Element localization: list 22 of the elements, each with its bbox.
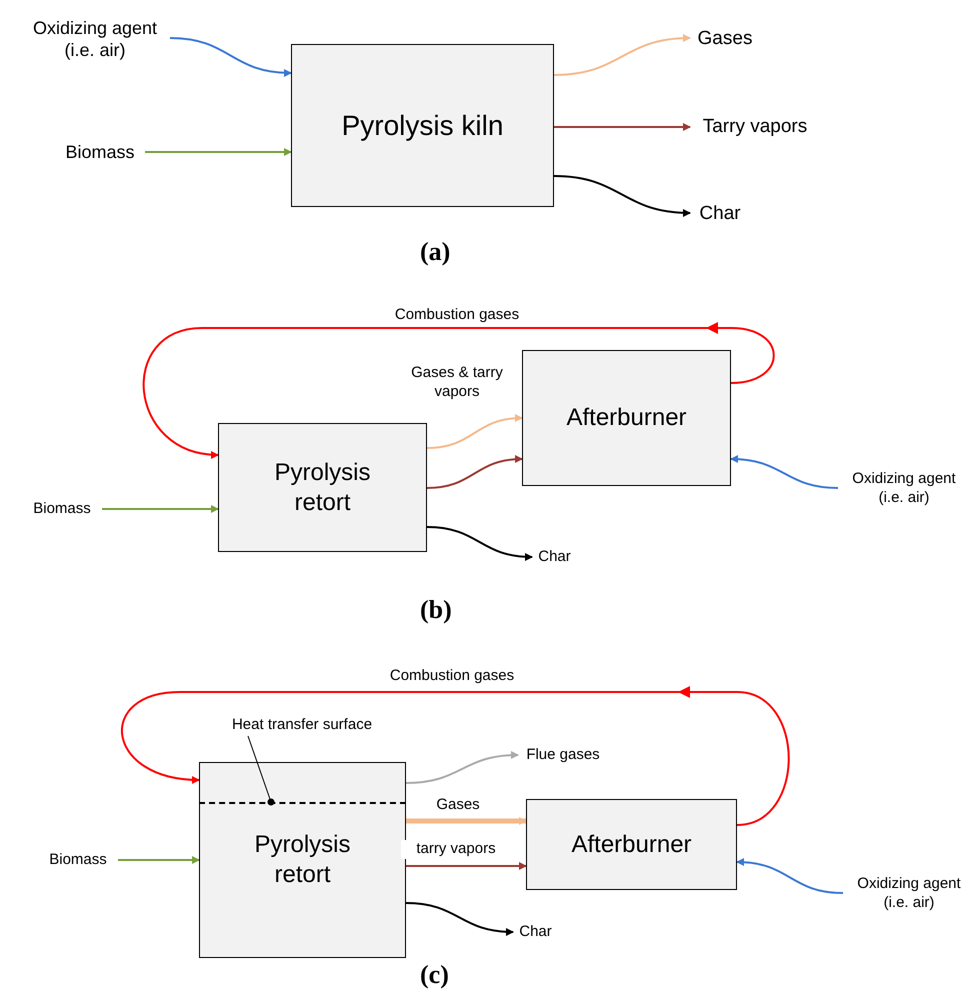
process-box: Pyrolysis retort: [218, 423, 427, 552]
flow-label: Gases: [690, 24, 760, 54]
flow-label: Tarry vapors: [690, 112, 820, 142]
flow-label: Oxidizing agent (i.e. air): [843, 871, 975, 917]
flow-label: Char: [532, 545, 577, 569]
flow-label: Char: [513, 920, 558, 944]
panel-caption: (c): [420, 959, 449, 991]
flow-label: Oxidizing agent (i.e. air): [838, 466, 970, 512]
flow-label: Oxidizing agent (i.e. air): [20, 12, 170, 66]
flow-label: Flue gases: [518, 743, 608, 767]
dashed-line: [199, 802, 406, 804]
flow-label: Biomass: [38, 848, 118, 872]
flow-label: Heat transfer surface: [212, 714, 392, 736]
panel-caption: (a): [420, 236, 450, 268]
flow-label: Biomass: [55, 138, 145, 166]
process-box: Pyrolysis kiln: [291, 44, 554, 207]
panel-caption: (b): [420, 594, 452, 626]
process-box: Pyrolysis retort: [199, 762, 406, 958]
flow-label: Biomass: [22, 497, 102, 521]
process-box: Afterburner: [522, 350, 731, 486]
flow-label: Char: [690, 199, 750, 229]
process-box: Afterburner: [526, 799, 737, 890]
